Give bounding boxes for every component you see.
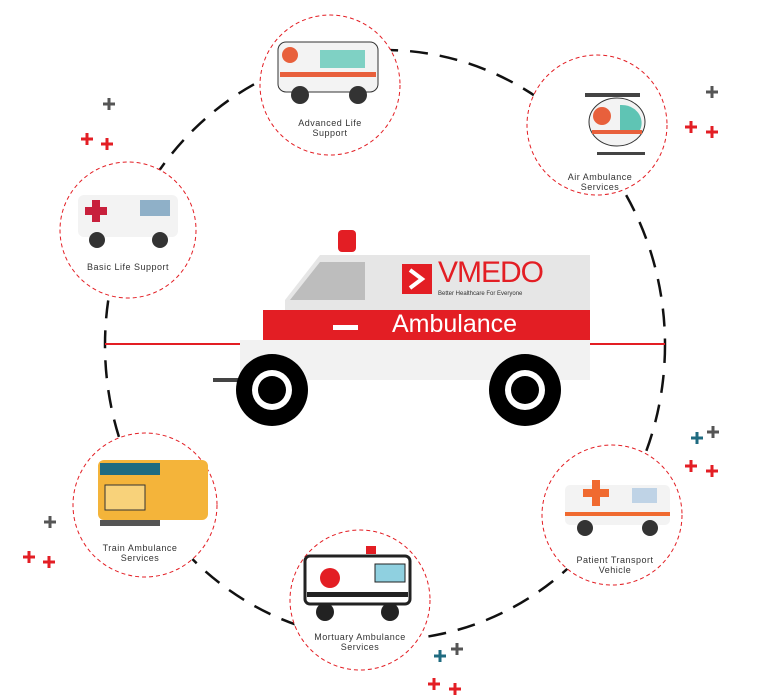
basic-ambulance-icon [78,195,178,248]
label-train-ambulance: Train Ambulance Services [102,543,178,563]
plus-icon [81,133,93,145]
plus-icon [449,683,461,695]
advanced-ambulance-icon [277,41,379,104]
plus-icon [44,516,56,528]
train-icon [98,460,208,526]
plus-icon [103,98,115,110]
plus-icon [23,551,35,563]
central-ambulance-icon [213,230,590,426]
plus-icon [707,426,719,438]
mortuary-van-icon [303,546,412,621]
label-basic-life-support: Basic Life Support [86,262,170,272]
plus-icon [451,643,463,655]
plus-icon [685,460,697,472]
ambulance-banner: Ambulance [392,310,518,338]
plus-icon [706,126,718,138]
helicopter-icon [585,93,646,155]
label-mortuary-ambulance: Mortuary Ambulance Services [314,632,406,652]
patient-transport-icon [565,480,670,536]
plus-icon [43,556,55,568]
plus-icon [685,121,697,133]
brand-logo: VMEDO [438,256,544,289]
label-patient-transport: Patient Transport Vehicle [576,555,654,575]
plus-icon [706,465,718,477]
plus-icon [706,86,718,98]
brand-tagline: Better Healthcare For Everyone [438,291,523,297]
label-advanced-life-support: Advanced Life Support [298,118,362,138]
plus-icon [691,432,703,444]
plus-icon [434,650,446,662]
plus-icon [428,678,440,690]
label-air-ambulance: Air Ambulance Services [567,172,633,192]
plus-icon [101,138,113,150]
